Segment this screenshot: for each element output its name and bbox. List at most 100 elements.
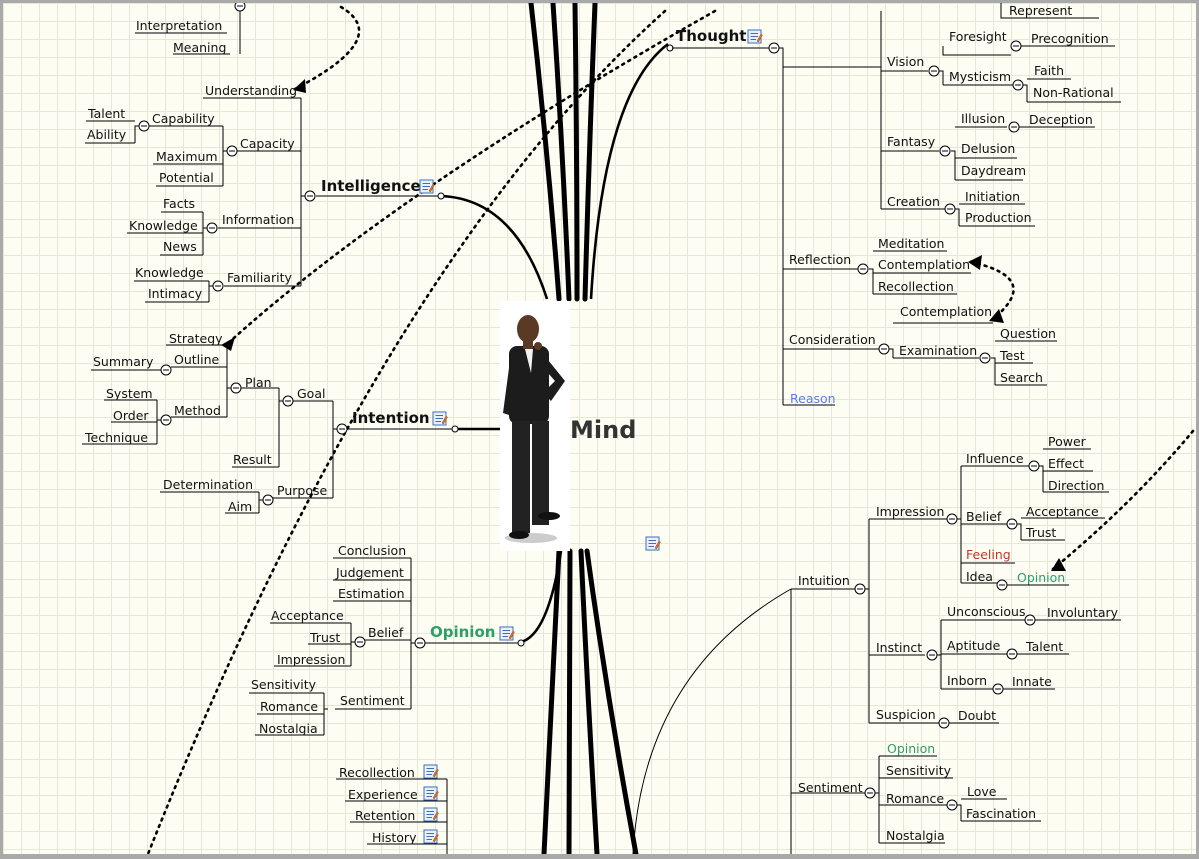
node-contemplation-consideration[interactable]: Contemplation bbox=[900, 304, 992, 319]
node-sentiment-right[interactable]: Sentiment bbox=[798, 780, 863, 795]
collapse-toggles[interactable] bbox=[138, 3, 1040, 811]
node-direction[interactable]: Direction bbox=[1048, 478, 1104, 493]
node-capability[interactable]: Capability bbox=[152, 111, 215, 126]
node-ability[interactable]: Ability bbox=[87, 127, 127, 142]
node-creation[interactable]: Creation bbox=[887, 194, 940, 209]
node-purpose[interactable]: Purpose bbox=[277, 483, 327, 498]
node-judgement[interactable]: Judgement bbox=[335, 565, 404, 580]
node-belief-opinion[interactable]: Belief bbox=[368, 625, 404, 640]
node-method[interactable]: Method bbox=[174, 403, 221, 418]
node-intuition[interactable]: Intuition bbox=[798, 573, 850, 588]
node-sensitivity-right[interactable]: Sensitivity bbox=[886, 763, 952, 778]
node-knowledge-information[interactable]: Knowledge bbox=[129, 218, 198, 233]
node-maximum[interactable]: Maximum bbox=[156, 149, 218, 164]
node-unconscious[interactable]: Unconscious bbox=[947, 604, 1025, 619]
node-meditation[interactable]: Meditation bbox=[878, 236, 944, 251]
node-represent[interactable]: Represent bbox=[1009, 3, 1072, 18]
recollection-note-icon[interactable] bbox=[423, 764, 439, 779]
node-faith[interactable]: Faith bbox=[1034, 63, 1064, 78]
node-idea[interactable]: Idea bbox=[966, 569, 993, 584]
history-note-icon[interactable] bbox=[423, 829, 439, 844]
node-talent-intelligence[interactable]: Talent bbox=[87, 106, 125, 121]
node-influence[interactable]: Influence bbox=[966, 451, 1024, 466]
node-meaning[interactable]: Meaning bbox=[173, 40, 226, 55]
node-innate[interactable]: Innate bbox=[1012, 674, 1052, 689]
node-nostalgia-right[interactable]: Nostalgia bbox=[886, 828, 945, 843]
node-outline[interactable]: Outline bbox=[174, 352, 220, 367]
node-contemplation-reflection[interactable]: Contemplation bbox=[878, 257, 970, 272]
node-delusion[interactable]: Delusion bbox=[961, 141, 1015, 156]
thought-note-icon[interactable] bbox=[747, 29, 763, 44]
node-interpretation[interactable]: Interpretation bbox=[136, 18, 222, 33]
node-intimacy[interactable]: Intimacy bbox=[148, 286, 203, 301]
node-mysticism[interactable]: Mysticism bbox=[949, 69, 1011, 84]
node-instinct[interactable]: Instinct bbox=[876, 640, 922, 655]
node-aptitude[interactable]: Aptitude bbox=[947, 638, 1001, 653]
node-initiation[interactable]: Initiation bbox=[965, 189, 1020, 204]
node-daydream[interactable]: Daydream bbox=[961, 163, 1026, 178]
node-result[interactable]: Result bbox=[233, 452, 272, 467]
node-suspicion[interactable]: Suspicion bbox=[876, 707, 936, 722]
node-romance-right[interactable]: Romance bbox=[886, 791, 944, 806]
node-thought[interactable]: Thought bbox=[676, 27, 746, 45]
note-icon[interactable] bbox=[645, 536, 661, 551]
node-goal[interactable]: Goal bbox=[297, 386, 325, 401]
node-summary[interactable]: Summary bbox=[93, 354, 154, 369]
node-recollection-memory[interactable]: Recollection bbox=[339, 765, 415, 780]
intelligence-note-icon[interactable] bbox=[419, 179, 435, 194]
node-potential[interactable]: Potential bbox=[159, 170, 214, 185]
center-node[interactable]: Mind bbox=[500, 301, 636, 551]
opinion-note-icon[interactable] bbox=[499, 626, 515, 641]
node-examination[interactable]: Examination bbox=[899, 343, 977, 358]
node-belief-intuition[interactable]: Belief bbox=[966, 509, 1002, 524]
node-production[interactable]: Production bbox=[965, 210, 1032, 225]
node-vision[interactable]: Vision bbox=[887, 54, 924, 69]
node-search[interactable]: Search bbox=[1000, 370, 1043, 385]
node-precognition[interactable]: Precognition bbox=[1031, 31, 1109, 46]
node-consideration[interactable]: Consideration bbox=[789, 332, 876, 347]
node-doubt[interactable]: Doubt bbox=[958, 708, 996, 723]
node-power[interactable]: Power bbox=[1048, 434, 1087, 449]
node-feeling[interactable]: Feeling bbox=[966, 547, 1011, 562]
node-fascination[interactable]: Fascination bbox=[966, 806, 1036, 821]
node-inborn[interactable]: Inborn bbox=[947, 673, 987, 688]
node-sentiment-opinion[interactable]: Sentiment bbox=[340, 693, 405, 708]
node-reflection[interactable]: Reflection bbox=[789, 252, 851, 267]
retention-note-icon[interactable] bbox=[423, 807, 439, 822]
node-plan[interactable]: Plan bbox=[245, 375, 272, 390]
node-conclusion[interactable]: Conclusion bbox=[338, 543, 406, 558]
node-romance-opinion[interactable]: Romance bbox=[260, 699, 318, 714]
node-strategy[interactable]: Strategy bbox=[169, 331, 223, 346]
node-capacity[interactable]: Capacity bbox=[240, 136, 295, 151]
node-estimation[interactable]: Estimation bbox=[338, 586, 405, 601]
node-retention[interactable]: Retention bbox=[355, 808, 415, 823]
node-intelligence[interactable]: Intelligence bbox=[321, 177, 421, 195]
node-foresight[interactable]: Foresight bbox=[949, 29, 1007, 44]
node-illusion[interactable]: Illusion bbox=[961, 111, 1005, 126]
node-order[interactable]: Order bbox=[113, 408, 149, 423]
node-deception[interactable]: Deception bbox=[1029, 112, 1093, 127]
node-impression[interactable]: Impression bbox=[876, 504, 944, 519]
node-acceptance-intuition[interactable]: Acceptance bbox=[1026, 504, 1099, 519]
node-opinion-idea[interactable]: Opinion bbox=[1017, 570, 1065, 585]
node-test[interactable]: Test bbox=[999, 348, 1025, 363]
experience-note-icon[interactable] bbox=[423, 786, 439, 801]
node-determination[interactable]: Determination bbox=[163, 477, 253, 492]
node-history[interactable]: History bbox=[372, 830, 417, 845]
node-experience[interactable]: Experience bbox=[348, 787, 418, 802]
node-involuntary[interactable]: Involuntary bbox=[1047, 605, 1119, 620]
node-impression-opinion[interactable]: Impression bbox=[277, 652, 345, 667]
node-trust-intuition[interactable]: Trust bbox=[1025, 525, 1056, 540]
node-acceptance-opinion[interactable]: Acceptance bbox=[271, 608, 344, 623]
node-intention[interactable]: Intention bbox=[352, 409, 430, 427]
node-understanding[interactable]: Understanding bbox=[205, 83, 297, 98]
node-opinion-sentiment[interactable]: Opinion bbox=[887, 741, 935, 756]
intention-note-icon[interactable] bbox=[432, 411, 448, 426]
node-aim[interactable]: Aim bbox=[228, 499, 252, 514]
node-system[interactable]: System bbox=[106, 386, 153, 401]
node-question[interactable]: Question bbox=[1000, 326, 1056, 341]
node-trust-opinion[interactable]: Trust bbox=[309, 630, 340, 645]
node-familiarity[interactable]: Familiarity bbox=[227, 270, 292, 285]
node-news[interactable]: News bbox=[163, 239, 197, 254]
node-sensitivity-opinion[interactable]: Sensitivity bbox=[251, 677, 317, 692]
